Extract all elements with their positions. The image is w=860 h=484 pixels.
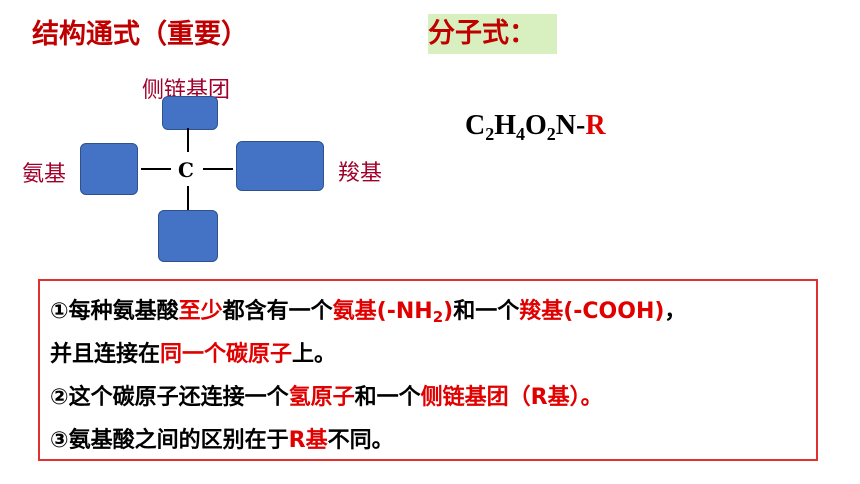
note-line-3: ②这个碳原子还连接一个氢原子和一个侧链基团（R基）。 bbox=[50, 385, 603, 410]
bond-left bbox=[141, 168, 171, 170]
formula-heading: 分子式： bbox=[428, 14, 557, 54]
note-line-2: 并且连接在同一个碳原子上。 bbox=[50, 342, 337, 367]
structure-title: 结构通式（重要） bbox=[32, 19, 248, 50]
hydrogen-box bbox=[158, 210, 218, 262]
carboxyl-label: 羧基 bbox=[338, 161, 383, 186]
bond-right bbox=[203, 168, 233, 170]
bond-bottom bbox=[187, 186, 189, 210]
carbon-atom: C bbox=[178, 158, 194, 182]
amino-label: 氨基 bbox=[22, 162, 67, 187]
molecular-formula: C2H4O2N-R bbox=[465, 110, 606, 144]
amino-box bbox=[80, 143, 138, 195]
carboxyl-box bbox=[236, 141, 324, 191]
notes-panel: ①每种氨基酸至少都含有一个氨基(-NH2)和一个羧基(-COOH)， 并且连接在… bbox=[38, 279, 818, 461]
note-line-1: ①每种氨基酸至少都含有一个氨基(-NH2)和一个羧基(-COOH)， bbox=[50, 299, 687, 326]
side-chain-box bbox=[162, 96, 218, 130]
note-line-4: ③氨基酸之间的区别在于R基不同。 bbox=[50, 428, 394, 453]
bond-top bbox=[187, 128, 189, 152]
